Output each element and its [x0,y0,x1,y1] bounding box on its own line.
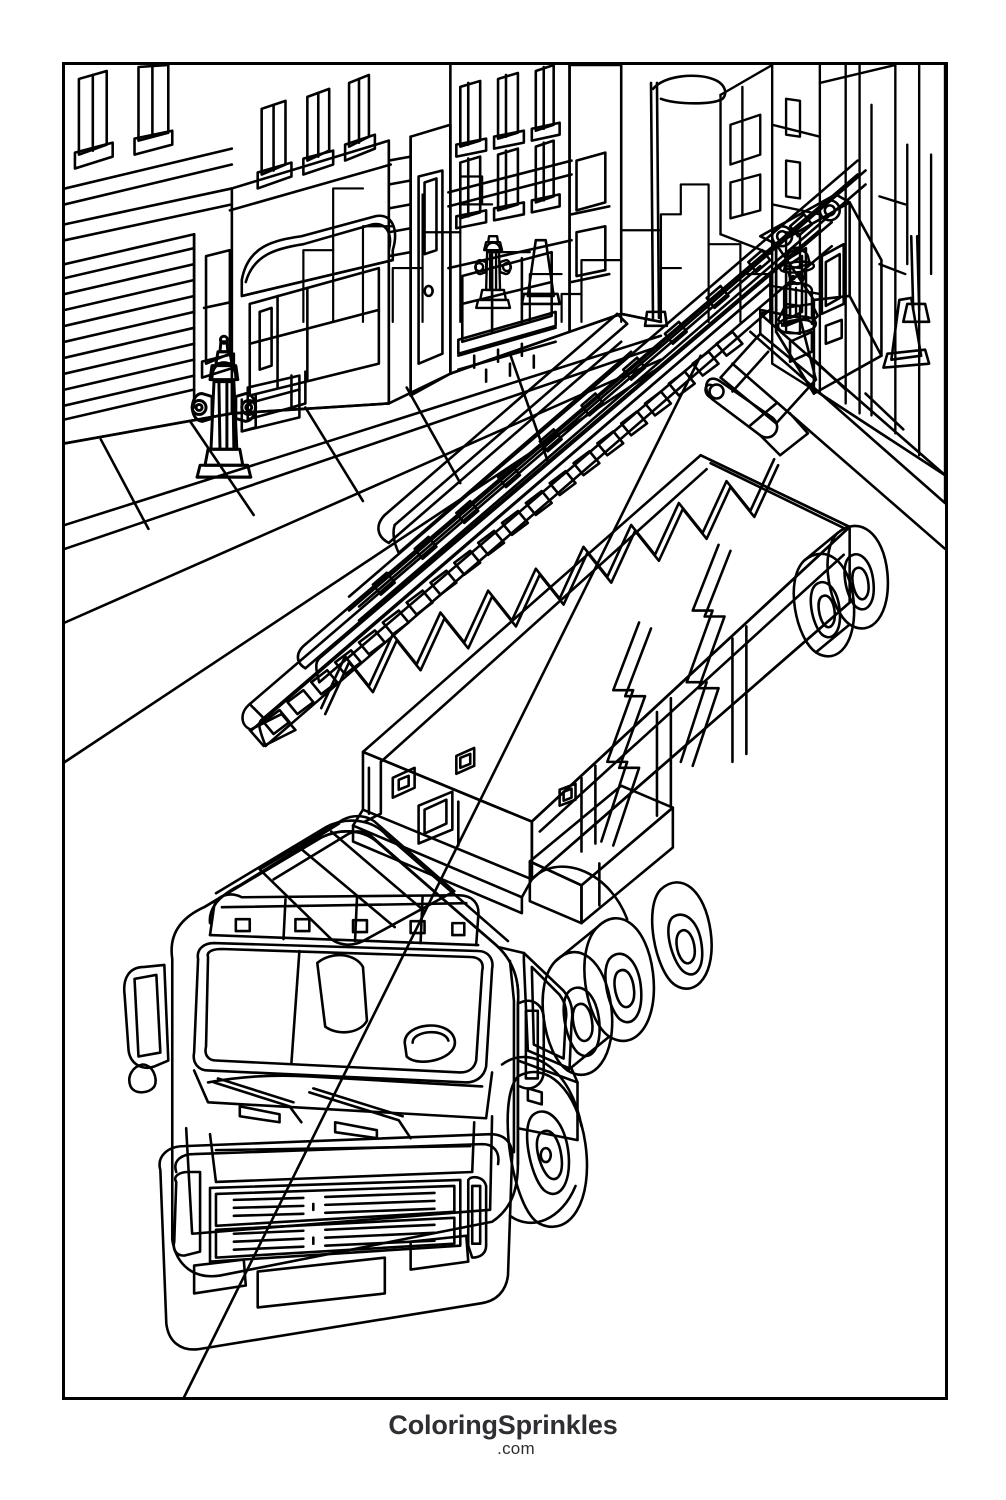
site-brand-logo: ColoringSprinkles .com [0,1410,1006,1458]
fire-hydrant-foreground [190,334,258,479]
rear-wheels-mid [530,865,656,1077]
coloring-artwork-border [62,62,948,1400]
traffic-cone-right-sidewalk [882,296,931,369]
under-body-box [528,784,675,925]
outriggers [363,760,534,881]
fire-hydrant-mid [474,235,513,310]
rear-wheels-far [792,524,890,658]
street-lamp-left [643,74,727,328]
front-wheel [500,1055,589,1229]
fire-truck-line-art [65,65,945,1397]
mid-chassis-wheel [650,881,713,990]
brand-tld: .com [497,1439,535,1458]
truck-cab [122,814,579,1351]
ladder-turntable [704,308,818,457]
firefighter-operator [776,245,820,335]
brand-name: ColoringSprinkles [388,1410,618,1440]
aerial-ladder [241,159,867,748]
body-front-details [391,766,454,845]
street-lamp-right [901,234,931,324]
traffic-cone-street [520,238,561,306]
